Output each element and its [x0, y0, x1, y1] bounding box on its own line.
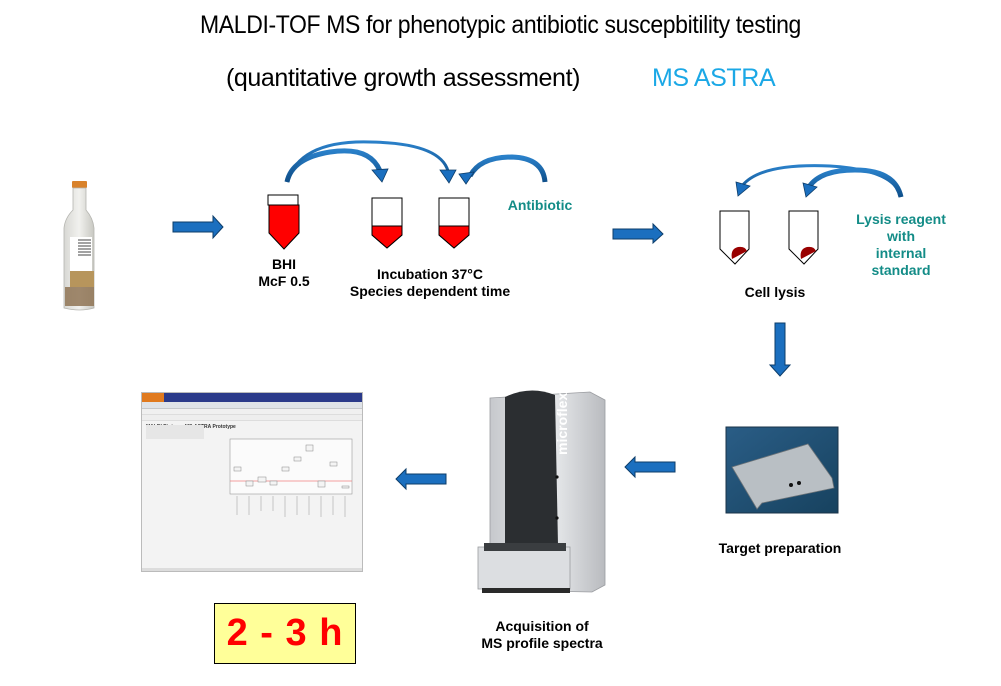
turnaround-time-box: 2 - 3 h	[214, 603, 356, 664]
target-preparation-label: Target preparation	[718, 540, 842, 556]
bhi-label: BHI McF 0.5	[246, 256, 322, 290]
lysis-reagent-line3: internal	[875, 245, 927, 261]
incubation-label: Incubation 37°C Species dependent time	[330, 266, 530, 300]
bhi-label-line2: McF 0.5	[258, 273, 310, 289]
software-statusbar	[142, 568, 362, 571]
lysis-reagent-line1: Lysis reagent	[856, 211, 946, 227]
target-plate-icon	[725, 426, 839, 514]
arrow-right-1	[172, 214, 224, 240]
software-left-panel	[146, 425, 204, 439]
curved-arrow-lysis-reagent	[735, 164, 904, 198]
lysis-tube-2-icon	[788, 210, 819, 265]
title-line-1: MALDI-TOF MS for phenotypic antibiotic s…	[200, 11, 801, 39]
arrow-right-2	[612, 222, 664, 245]
browser-address-bar	[142, 409, 362, 415]
arrow-left-2	[395, 467, 447, 491]
cell-lysis-label: Cell lysis	[744, 284, 806, 300]
curved-arrow-bhi-to-tubes	[284, 140, 457, 184]
incubation-label-line2: Species dependent time	[349, 283, 511, 299]
incubation-label-line1: Incubation 37°C	[377, 266, 483, 282]
acquisition-label-line1: Acquisition of	[495, 618, 589, 634]
title-line-2: (quantitative growth assessment)	[226, 64, 581, 92]
antibiotic-label: Antibiotic	[507, 197, 573, 213]
acquisition-label: Acquisition of MS profile spectra	[462, 618, 622, 652]
instrument-brand-label: microflex	[554, 393, 570, 455]
blood-culture-bottle-icon	[63, 181, 95, 311]
browser-bookmarks-bar	[142, 415, 362, 421]
lysis-reagent-line2: with	[887, 228, 915, 244]
microflex-instrument-icon: microflex	[477, 390, 606, 593]
lysis-reagent-label: Lysis reagent with internal standard	[846, 211, 956, 279]
turnaround-time-text: 2 - 3 h	[226, 612, 344, 654]
lysis-tube-1-icon	[719, 210, 750, 265]
incubation-tube-2-icon	[438, 197, 470, 249]
curved-arrow-antibiotic	[458, 154, 548, 185]
bhi-tube-icon	[267, 194, 300, 250]
acquisition-label-line2: MS profile spectra	[481, 635, 603, 651]
arrow-down	[768, 322, 792, 377]
arrow-left-1	[624, 455, 676, 479]
software-screenshot: MALDI Biotyper MS-ASTRA Prototype	[141, 392, 363, 572]
brand-ms-astra: MS ASTRA	[652, 64, 776, 92]
incubation-tube-1-icon	[371, 197, 403, 249]
browser-titlebar	[142, 393, 362, 402]
browser-tabs	[142, 402, 362, 409]
bhi-label-line1: BHI	[271, 256, 297, 272]
software-boxplot	[229, 438, 353, 517]
lysis-reagent-line4: standard	[871, 262, 931, 278]
